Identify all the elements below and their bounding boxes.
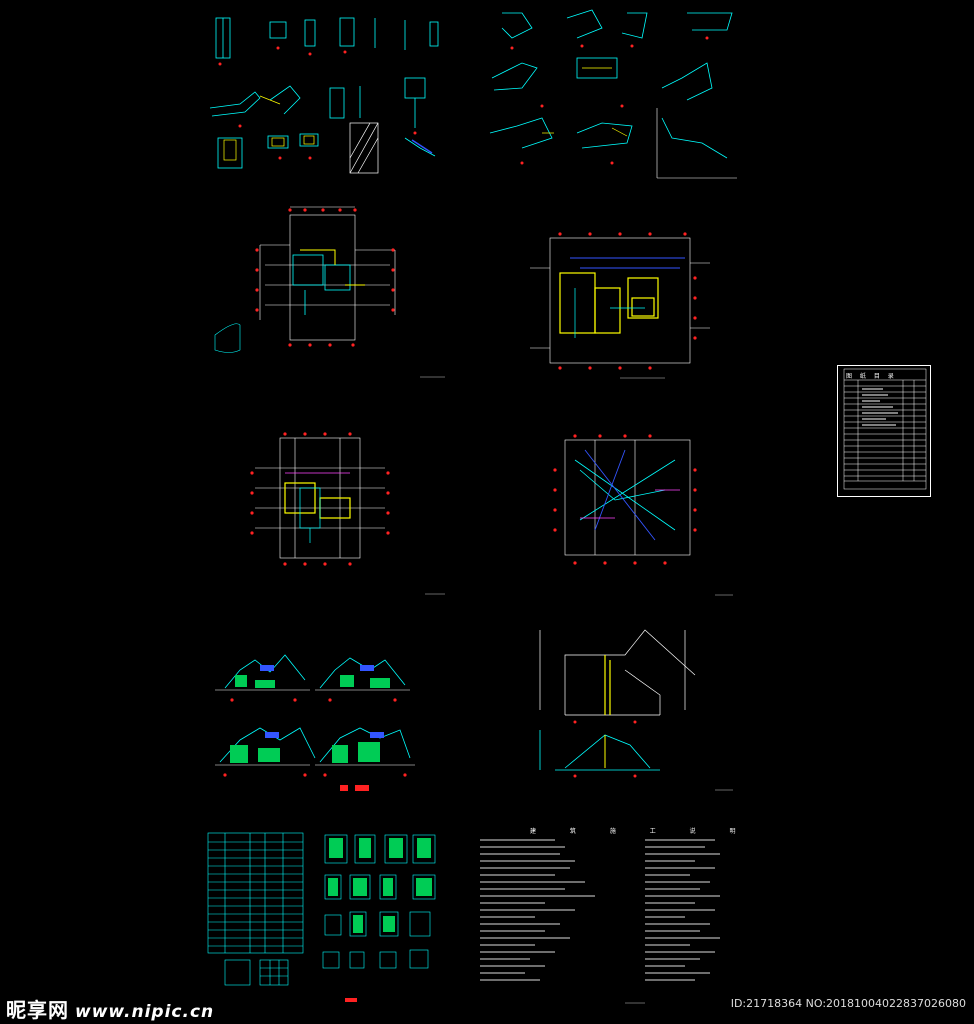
door-window-schedule <box>205 830 445 1005</box>
watermark-site-name: 昵享网 <box>6 998 69 1022</box>
watermark-id: ID:21718364 NO:20181004022837026080 <box>730 997 966 1010</box>
notes-title: 建 筑 施 工 说 明 <box>530 828 752 835</box>
elevations <box>210 630 445 800</box>
watermark-site: 昵享网 www.nipic.cn <box>6 994 214 1023</box>
floor-plan-1 <box>205 205 450 380</box>
detail-sheet-1 <box>200 8 450 186</box>
detail-sheet-2 <box>482 8 742 186</box>
drawing-index-title: 图 纸 目 录 <box>846 373 897 380</box>
watermark-url: www.nipic.cn <box>75 1002 215 1022</box>
floor-plan-3 <box>240 428 450 598</box>
drawing-index-table: 图 纸 目 录 <box>837 365 931 497</box>
floor-plan-2 <box>520 228 735 388</box>
roof-plan <box>535 430 735 600</box>
design-notes <box>475 835 735 1005</box>
sections <box>535 620 735 795</box>
